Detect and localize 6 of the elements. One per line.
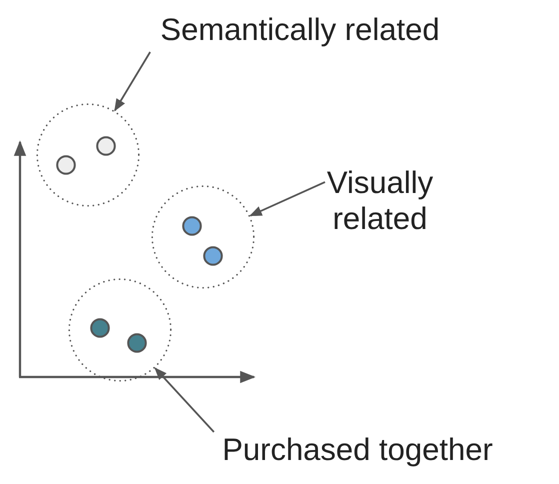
leader-arrow xyxy=(154,367,215,433)
caption-text: Semantically related xyxy=(115,12,485,52)
caption-text: Visually related xyxy=(325,165,435,255)
leader-arrow xyxy=(114,52,151,112)
caption-text: Purchased together xyxy=(165,432,550,474)
leader-arrow xyxy=(249,181,326,216)
